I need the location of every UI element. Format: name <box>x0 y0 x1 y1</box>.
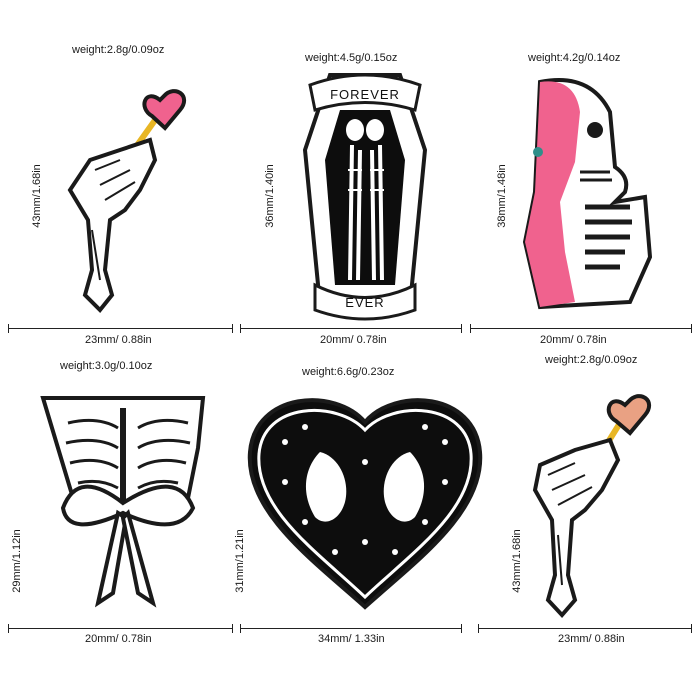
coffin-bottom-banner-text: EVER <box>345 295 384 310</box>
pin-6-weight: weight:2.8g/0.09oz <box>545 354 638 366</box>
pin-2-width: 20mm/ 0.78in <box>320 334 387 346</box>
pin-3-width: 20mm/ 0.78in <box>540 334 607 346</box>
pin-1-width: 23mm/ 0.88in <box>85 334 152 346</box>
skeleton-hand-peach-lollipop-pin <box>532 394 652 618</box>
pin-1-weight: weight:2.8g/0.09oz <box>72 44 165 56</box>
coffin-top-banner-text: FOREVER <box>330 87 400 102</box>
ribcage-bow-pin <box>40 396 206 608</box>
pin-6-width: 23mm/ 0.88in <box>558 633 625 645</box>
skeleton-hand-pink-lollipop-pin <box>67 89 187 313</box>
half-skull-pink-pin <box>522 78 653 310</box>
pin-4-weight: weight:3.0g/0.10oz <box>60 360 153 372</box>
pin-3-height: 38mm/1.48in <box>495 164 508 228</box>
pin-2-width-line <box>240 324 462 333</box>
pin-4-height: 29mm/1.12in <box>10 529 23 593</box>
pin-5-height: 31mm/1.21in <box>233 529 246 593</box>
pin-2-height: 36mm/1.40in <box>263 164 276 228</box>
pin-2-weight: weight:4.5g/0.15oz <box>305 52 398 64</box>
forever-ever-coffin-pin: FOREVER EVER <box>302 73 428 321</box>
pin-1-width-line <box>8 324 233 333</box>
pin-6-width-line <box>478 624 692 633</box>
heart-skulls-pin <box>247 398 483 610</box>
pin-3-weight: weight:4.2g/0.14oz <box>528 52 621 64</box>
pin-3-width-line <box>470 324 692 333</box>
pin-1-height: 43mm/1.68in <box>30 164 43 228</box>
pin-5-width-line <box>240 624 462 633</box>
pin-6-height: 43mm/1.68in <box>510 529 523 593</box>
pin-4-width-line <box>8 624 233 633</box>
pin-5-width: 34mm/ 1.33in <box>318 633 385 645</box>
pin-4-width: 20mm/ 0.78in <box>85 633 152 645</box>
pin-5-weight: weight:6.6g/0.23oz <box>302 366 395 378</box>
